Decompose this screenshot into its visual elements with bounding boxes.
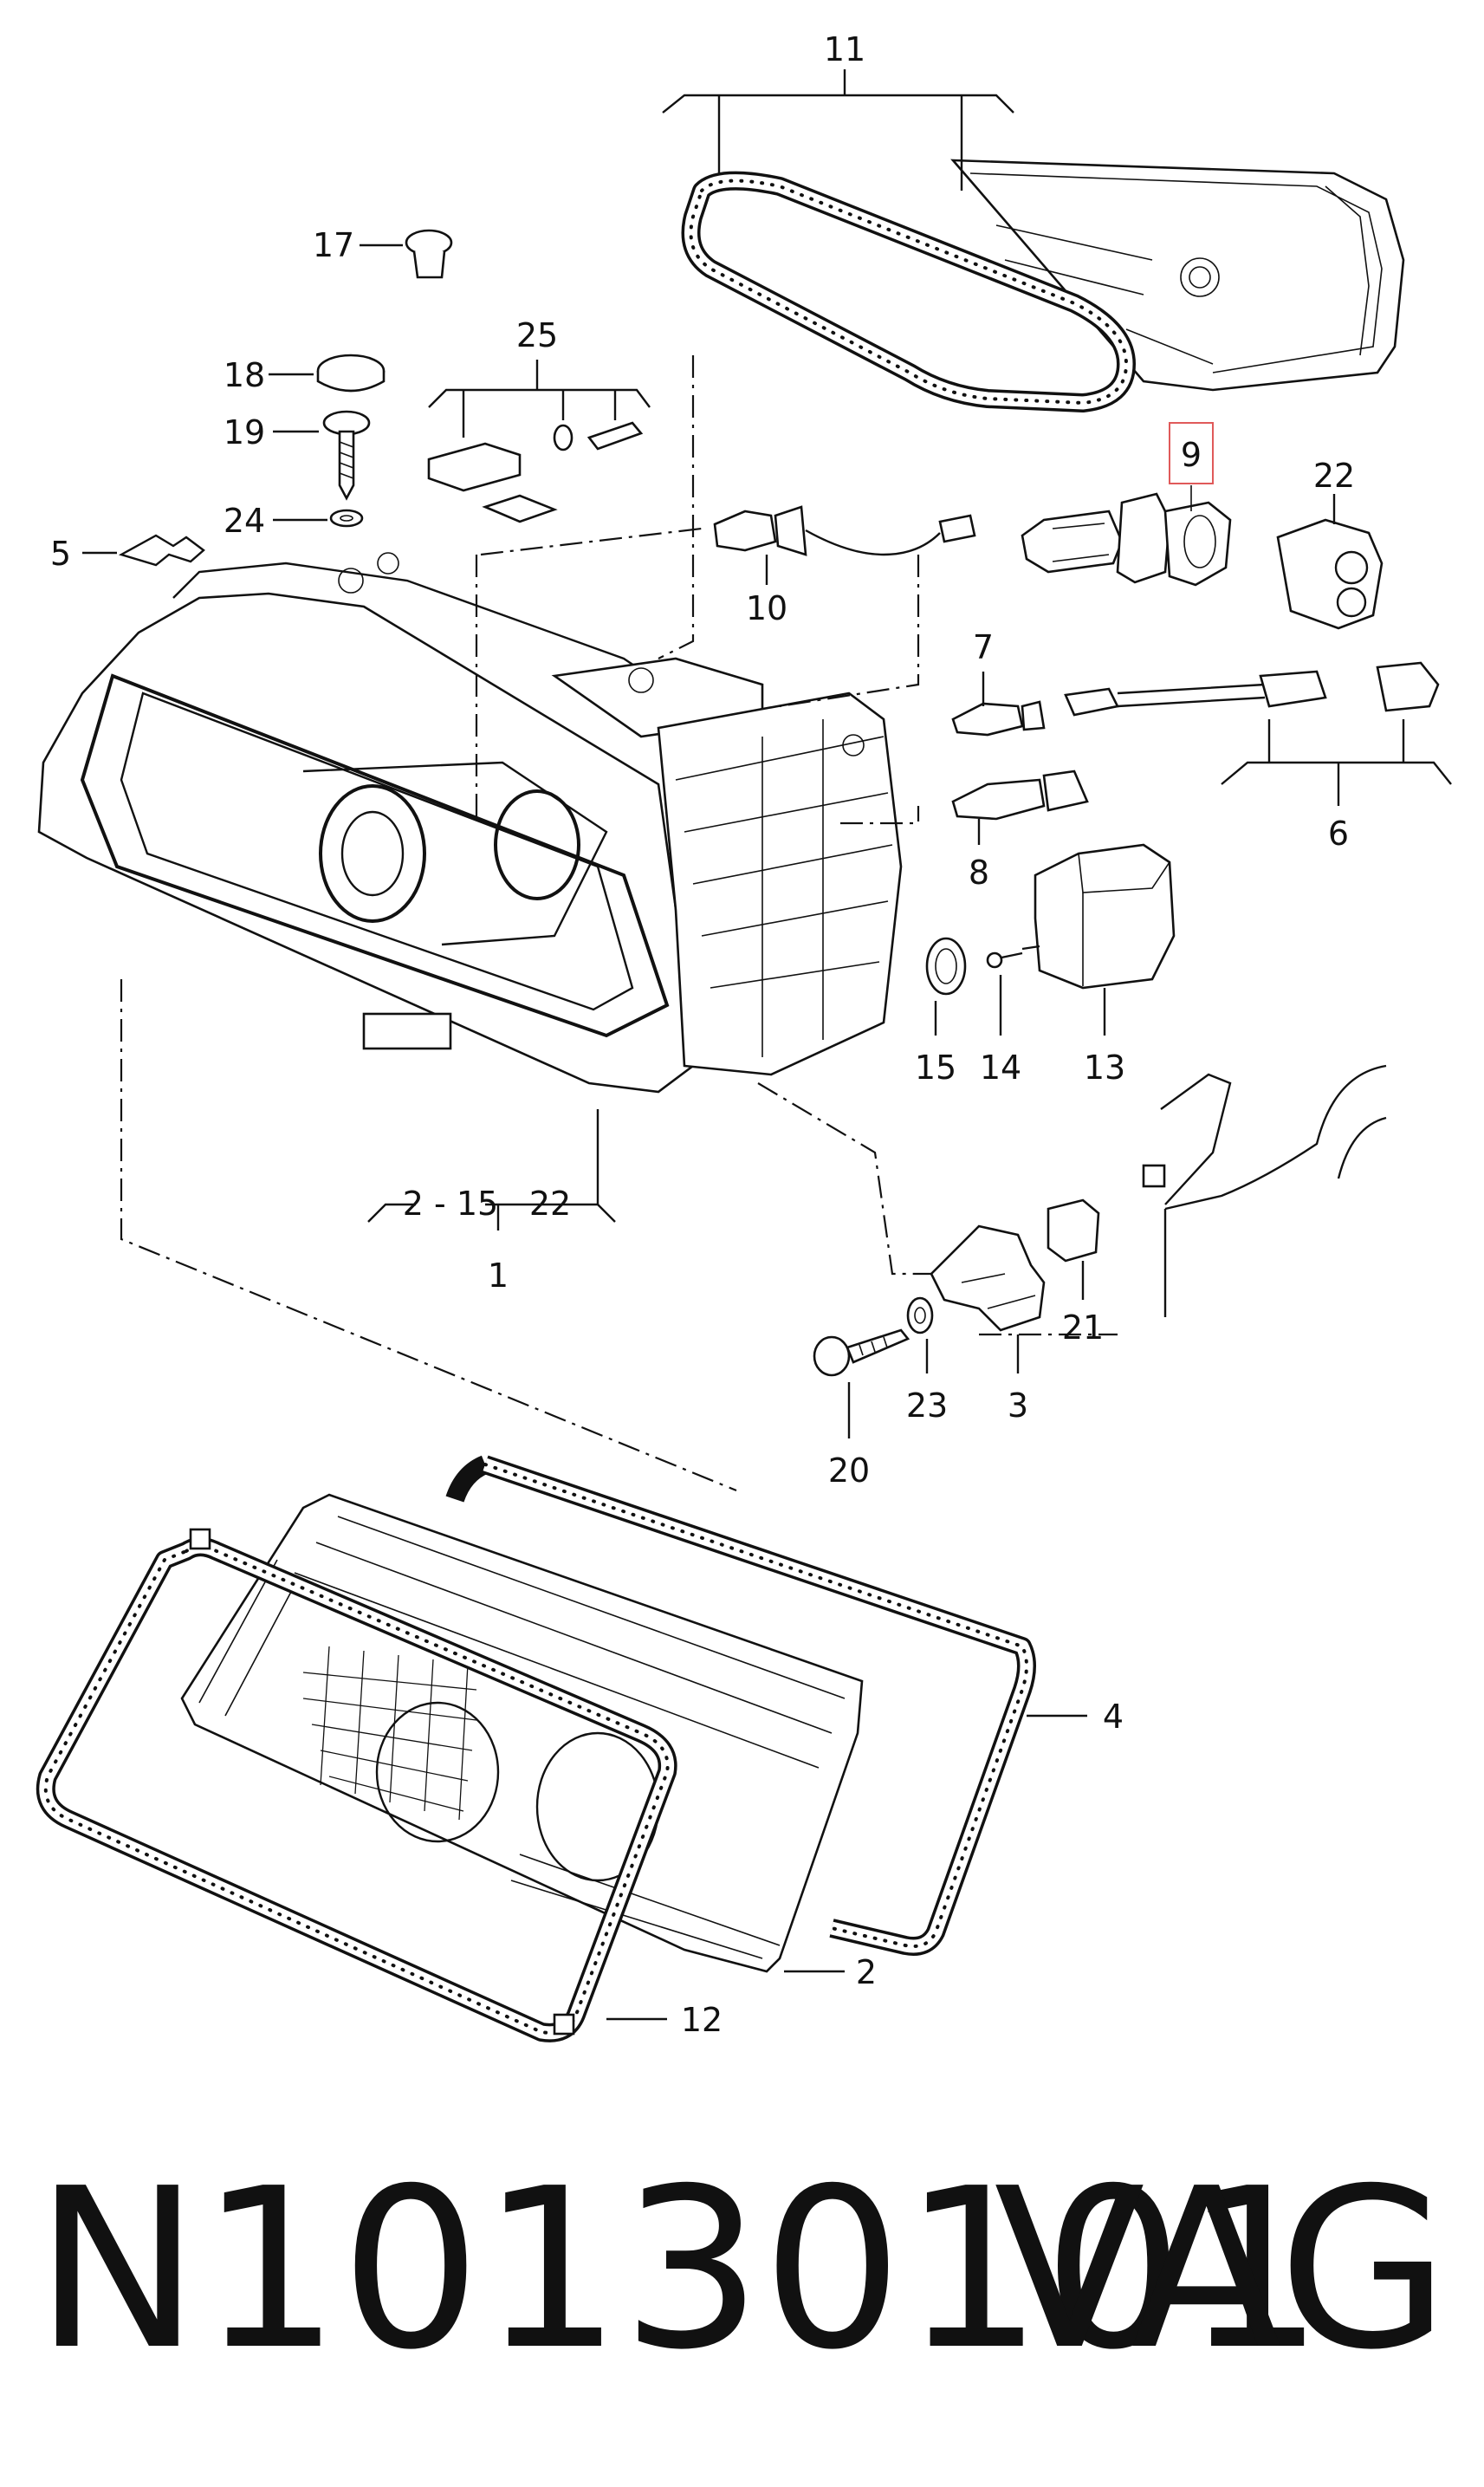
callout-2: 2 [856,1953,877,1991]
callout-10: 10 [746,589,787,627]
part-7-small-bulb [951,672,1046,737]
part-15-ring [925,937,967,1036]
callout-25: 25 [516,316,558,354]
assembly-lines [120,355,1118,1492]
part-4-gasket [445,1455,1087,1956]
part-25-clip-nuts [427,360,651,523]
callout-22-lower: 22 [529,1185,571,1223]
part-11-housing-seal [662,69,1405,412]
part-23-washer [906,1296,934,1373]
callout-21: 21 [1062,1308,1104,1347]
callout-1-range: 2 - 15 [403,1185,498,1223]
part-6-wiring-harness [1064,661,1452,806]
callout-11: 11 [824,30,865,68]
part-5-spring-clip [82,534,205,567]
vehicle-body-outline [1142,1064,1387,1317]
callout-20: 20 [828,1451,870,1490]
part-9-bulb [1021,485,1232,587]
part-19-screw [273,410,371,501]
callout-8: 8 [969,854,989,892]
lens-grid-hatch [302,1646,477,1821]
callout-4: 4 [1103,1698,1124,1736]
callout-19: 19 [224,413,265,451]
part-24-washer [273,509,364,528]
callout-23: 23 [906,1386,948,1425]
part-20-screw [813,1328,910,1438]
part-1-headlight-housing [37,552,903,1094]
callout-12: 12 [681,2001,723,2039]
callout-3: 3 [1008,1386,1028,1425]
part-12-front-seal [36,1528,677,2042]
part-21-bracket-clip [1047,1198,1100,1300]
callout-6: 6 [1328,815,1349,853]
part-10-bulb-with-lead [713,505,976,585]
callout-1: 1 [488,1256,509,1295]
part-number: N10130101 [35,2141,1325,2399]
part-8-bulb [951,769,1089,845]
highlight-box-9 [1169,422,1214,484]
callout-9: 9 [1181,436,1202,474]
callout-17: 17 [313,226,354,264]
callout-7: 7 [973,628,994,666]
part-14-small-bulb [986,951,1023,1036]
part-17-clip [360,229,453,279]
headlight-exploded-diagram: 11 17 18 19 24 5 [36,30,1452,2042]
part-22-connector [1276,494,1384,630]
callout-15: 15 [915,1049,956,1087]
brand-label: VAG [994,2141,1449,2399]
callout-5: 5 [50,535,71,573]
callout-14: 14 [980,1049,1021,1087]
callout-18: 18 [224,356,265,394]
callout-13: 13 [1084,1049,1125,1087]
part-13-servo-motor [1021,843,1176,1036]
callout-24: 24 [224,502,265,540]
part-1-bracket [367,1109,616,1231]
part-18-cap [269,354,386,393]
part-3-mounting-bracket [930,1224,1046,1373]
callout-22: 22 [1313,457,1355,495]
